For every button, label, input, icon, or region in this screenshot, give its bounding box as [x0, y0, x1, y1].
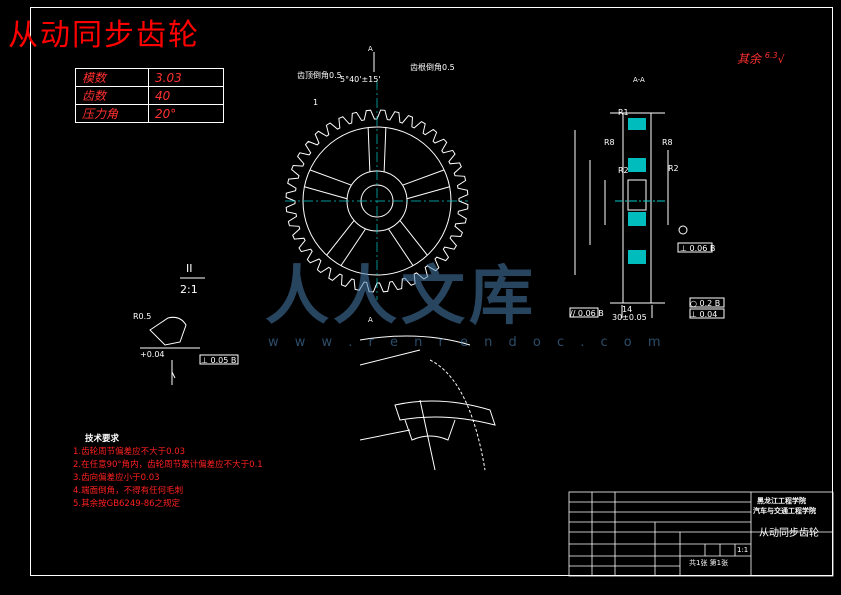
tech-requirements-header: 技术要求 [85, 434, 120, 444]
annotation-angle: 5°40'±15' [340, 75, 381, 84]
annotation-label: 齿根倒角0.5 [410, 63, 455, 72]
drawing-title: 从动同步齿轮 [8, 18, 200, 53]
annotation-label: 齿顶倒角0.5 [297, 71, 342, 80]
detail-label-bottom: 2:1 [180, 283, 198, 296]
param-label: 压力角 [75, 104, 149, 123]
annotation-label: R2 [668, 164, 679, 173]
detail-view [140, 316, 239, 385]
gear-parameter-table: 模数 3.03 齿数 40 压力角 20° [75, 68, 224, 123]
tooth-detail-view [359, 335, 496, 471]
gear-spoke [367, 127, 387, 172]
annotation-label: R1 [618, 108, 629, 117]
tech-requirement-item: 3.齿向偏差应小于0.03 [73, 473, 160, 483]
roughness-symbol-icon: √ [777, 53, 785, 66]
section-marker-bottom: A [368, 316, 373, 324]
title-block: 黑龙江工程学院 汽车与交通工程学院 从动同步齿轮 1:1 共1张 第1张 [569, 492, 833, 576]
tech-requirement-item: 2.在任意90°角内，齿轮周节累计偏差应不大于0.1 [73, 460, 263, 470]
tolerance-frame: // 0.06 B [570, 309, 604, 318]
title-block-grid [568, 491, 834, 577]
gear-spoke [387, 220, 428, 266]
annotation-dimension: 30±0.05 [612, 313, 647, 322]
tech-requirement-item: 4.端面倒角，不得有任何毛刺 [73, 486, 184, 496]
tolerance-frame: ○ 0.2 B [690, 299, 721, 308]
watermark-text: 人人文库 [265, 260, 537, 334]
tolerance-frame: ⊥ 0.06 B [680, 244, 716, 253]
gear-spoke [326, 220, 367, 266]
roughness-label: 其余 [737, 52, 762, 66]
gear-spoke [402, 169, 450, 200]
detail-label-top: II [186, 262, 193, 275]
section-marker-top: A [368, 45, 373, 53]
section-title: A-A [633, 76, 645, 84]
annotation-leader-number: 1 [313, 98, 319, 107]
roughness-value: 6.3 [764, 51, 778, 60]
gear-spoke [304, 169, 352, 200]
param-row-teeth: 齿数 40 [75, 86, 224, 105]
scale-value: 1:1 [737, 546, 749, 554]
tolerance-frame: ⊥ 0.05 B [201, 356, 237, 365]
annotation-label: R8 [662, 138, 673, 147]
param-row-pressure-angle: 压力角 20° [75, 104, 224, 123]
annotation-label: R8 [604, 138, 615, 147]
annotation-label: R0.5 [133, 312, 152, 321]
tolerance-frame: ⊥ 0.04 [690, 310, 718, 319]
tech-requirement-item: 1.齿轮周节偏差应不大于0.03 [73, 447, 186, 457]
tech-requirement-item: 5.其余按GB6249-86之规定 [73, 499, 181, 509]
school-name: 黑龙江工程学院 [757, 497, 806, 505]
annotation-label: R2 [618, 166, 629, 175]
param-value: 20° [148, 104, 224, 123]
part-name: 从动同步齿轮 [759, 528, 819, 539]
department-name: 汽车与交通工程学院 [753, 507, 816, 515]
drawing-border [30, 7, 833, 576]
annotation-dimension: 14 [622, 305, 633, 314]
technical-requirements: 技术要求 1.齿轮周节偏差应不大于0.03 2.在任意90°角内，齿轮周节累计偏… [73, 433, 263, 511]
section-view [569, 112, 725, 319]
watermark-url: w w w . r e n r e n d o c . c o m [268, 335, 667, 350]
annotation-dimension: +0.04 [140, 350, 165, 359]
roughness-note: 其余 6.3√ [737, 50, 785, 67]
sheet-info: 共1张 第1张 [689, 559, 729, 567]
